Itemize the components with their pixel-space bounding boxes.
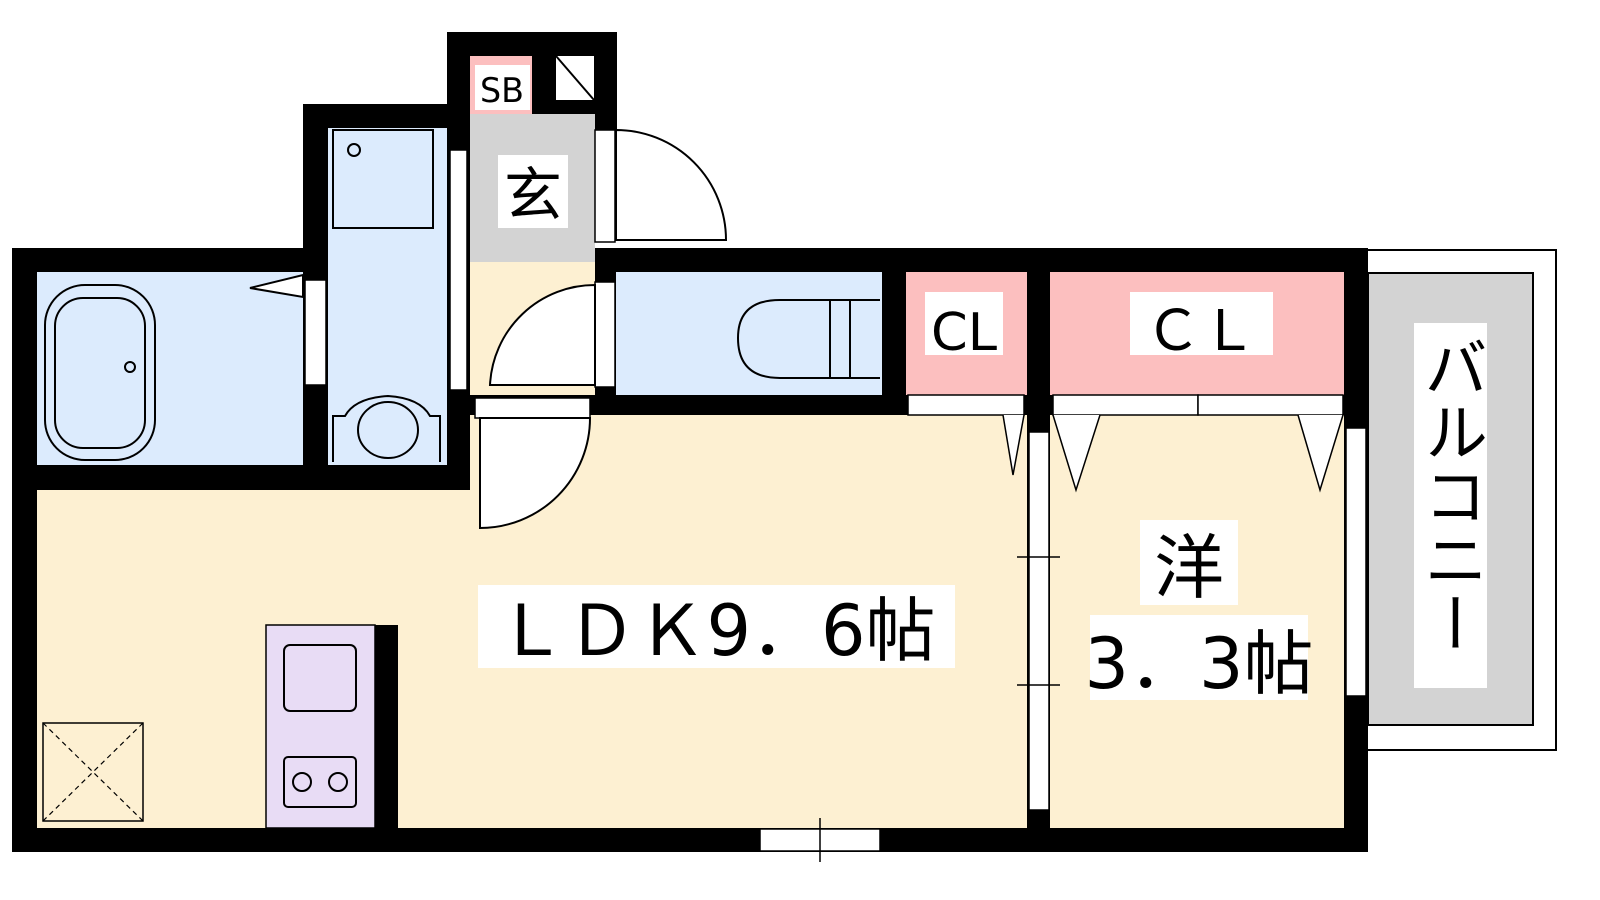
kitchen-counter: [265, 624, 376, 829]
toilet-icon: [736, 299, 880, 379]
washer-icon: [332, 129, 434, 229]
fixtures: [42, 129, 880, 822]
western-room-size: 3．3帖: [1084, 623, 1313, 705]
washroom: [328, 128, 447, 465]
ldk-label: ＬＤＫ9．6帖: [496, 590, 935, 672]
kitchen-sink-icon: [283, 644, 357, 712]
shoe-box-label: SB: [480, 71, 524, 111]
closet-doors[interactable]: [907, 394, 1344, 493]
windows: [304, 129, 1367, 852]
stove-icon: [283, 756, 357, 808]
entrance-label: 玄: [504, 161, 562, 229]
door-swings[interactable]: [479, 128, 728, 530]
western-room-label: 洋: [1154, 527, 1224, 609]
closet-small-label: CL: [931, 303, 997, 363]
balcony-label: バルコニー: [1413, 335, 1487, 655]
sink-icon: [332, 394, 441, 462]
bathroom: [37, 272, 303, 465]
storage-icon: [42, 722, 144, 822]
closet-large-label: ＣＬ: [1145, 299, 1257, 364]
bathtub-icon: [44, 284, 156, 461]
toilet-room: [616, 272, 882, 395]
